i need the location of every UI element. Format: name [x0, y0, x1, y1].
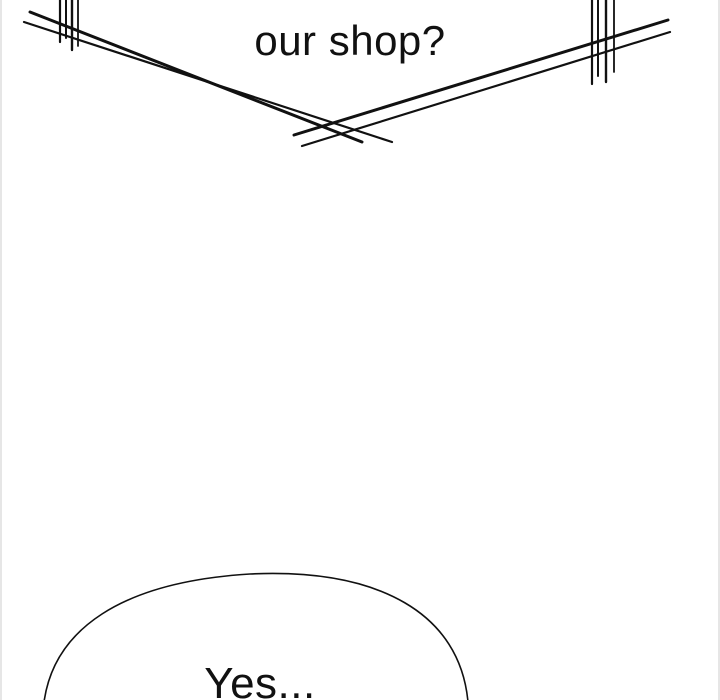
reply-bubble-text: Yes...	[204, 659, 316, 700]
panel-right-edge	[718, 0, 720, 700]
oval-bubble-outline	[43, 572, 469, 700]
shout-bubble-outline	[22, 0, 672, 148]
shout-bubble-text: our shop?	[254, 17, 446, 64]
panel-left-edge	[0, 0, 2, 700]
